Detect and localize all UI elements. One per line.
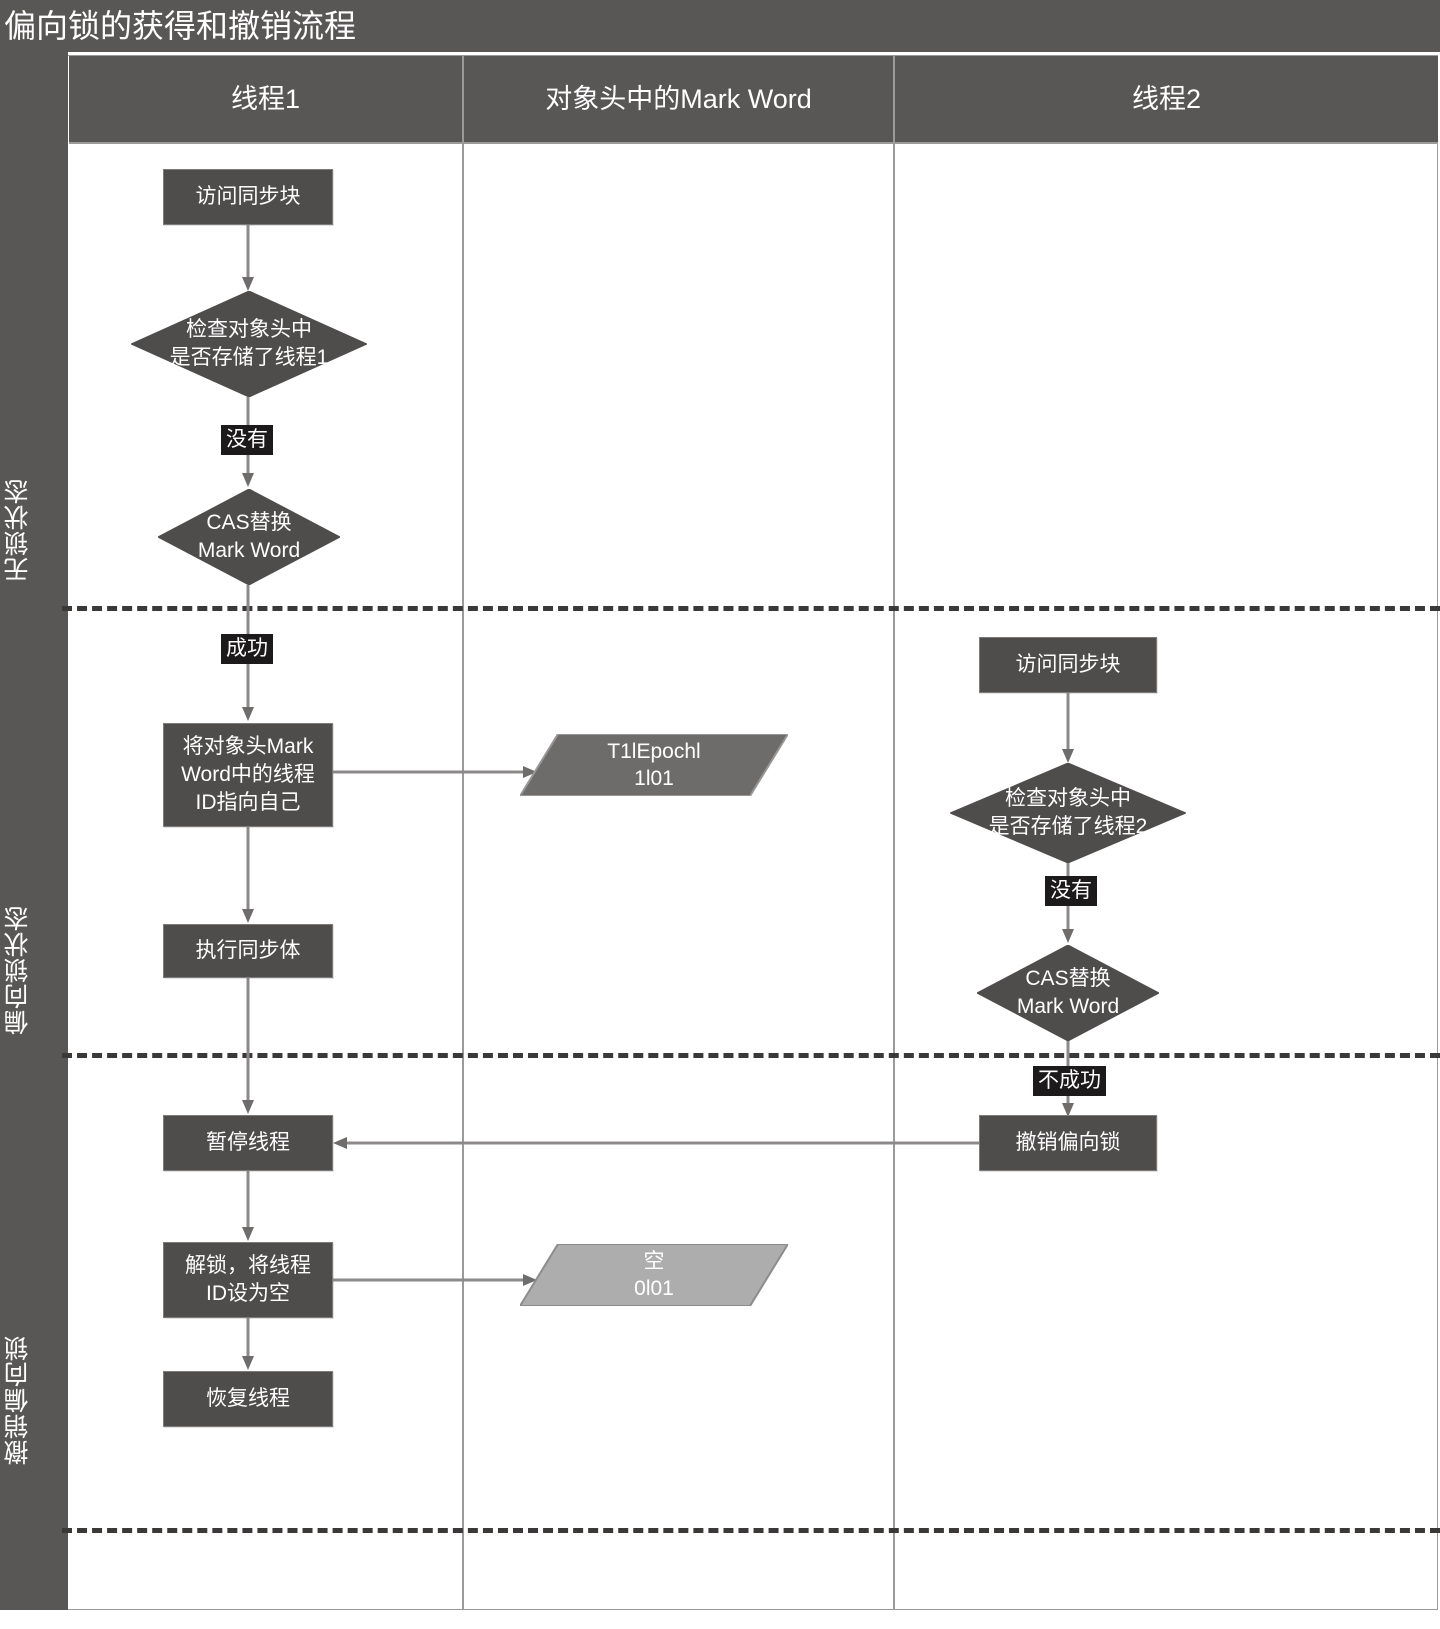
column-header-thread1: 线程1 bbox=[230, 84, 301, 114]
parallelogram-shape bbox=[520, 1244, 788, 1306]
node-t1-resume-thread[interactable]: 恢复线程 bbox=[163, 1371, 333, 1427]
connector-t1-pause-to-unlock bbox=[242, 1171, 254, 1241]
node-t2-access-sync-block[interactable]: 访问同步块 bbox=[979, 637, 1157, 693]
node-label: CAS替换 Mark Word bbox=[1016, 967, 1120, 1018]
page-title: 偏向锁的获得和撤销流程 bbox=[0, 0, 1440, 52]
connector-t1-exec-to-pause bbox=[242, 978, 254, 1114]
swimlane-band bbox=[0, 52, 68, 1610]
parallelogram-shape bbox=[520, 734, 788, 796]
connector-t1-pointself-to-exec bbox=[242, 827, 254, 923]
connector-t2-revoke-to-t1-pause bbox=[333, 1137, 979, 1149]
node-t1-point-thread-id-self[interactable]: 将对象头Mark Word中的线程 ID指向自己 bbox=[163, 723, 333, 827]
node-t2-revoke-biased-lock[interactable]: 撤销偏向锁 bbox=[979, 1115, 1157, 1171]
column-divider-2 bbox=[893, 56, 895, 1610]
node-label: 空 0l01 bbox=[634, 1249, 674, 1300]
node-t1-execute-sync-body[interactable]: 执行同步体 bbox=[163, 924, 333, 978]
node-t2-check-thread-id[interactable]: 检查对象头中 是否存储了线程2 bbox=[950, 763, 1186, 863]
node-t1-access-sync-block[interactable]: 访问同步块 bbox=[163, 169, 333, 225]
node-label: 解锁，将线程 ID设为空 bbox=[185, 1254, 311, 1305]
edge-label-t1-no: 没有 bbox=[221, 425, 273, 455]
swimlane-separator-1 bbox=[62, 606, 1440, 611]
diamond-shape bbox=[158, 489, 340, 585]
node-markword-biased-value[interactable]: T1lEpochl 1l01 bbox=[520, 734, 788, 796]
edge-label-t2-fail: 不成功 bbox=[1033, 1066, 1106, 1096]
node-label: CAS替换 Mark Word bbox=[197, 511, 301, 562]
node-label: 检查对象头中 是否存储了线程2 bbox=[988, 787, 1148, 838]
edge-label-t1-success: 成功 bbox=[221, 634, 273, 664]
column-header-markword: 对象头中的Mark Word bbox=[545, 84, 812, 114]
node-t2-cas-replace-markword[interactable]: CAS替换 Mark Word bbox=[977, 945, 1159, 1041]
connector-t1-unlock-to-resume bbox=[242, 1318, 254, 1370]
column-header-thread2: 线程2 bbox=[1131, 84, 1202, 114]
column-divider-1 bbox=[462, 56, 464, 1610]
diagram-frame bbox=[68, 55, 1438, 1610]
connector-t1-access-to-check bbox=[242, 225, 254, 291]
node-label: T1lEpochl 1l01 bbox=[607, 739, 701, 790]
node-label: 检查对象头中 是否存储了线程1 bbox=[169, 318, 329, 369]
column-header-band bbox=[69, 56, 1438, 143]
node-t1-cas-replace-markword[interactable]: CAS替换 Mark Word bbox=[158, 489, 340, 585]
swimlane-label-unlocked: 无锁状态 bbox=[4, 478, 32, 582]
node-label: 将对象头Mark Word中的线程 ID指向自己 bbox=[181, 735, 315, 814]
connector-t1-to-markword-empty bbox=[333, 1274, 537, 1286]
node-markword-empty-value[interactable]: 空 0l01 bbox=[520, 1244, 788, 1306]
node-t1-check-thread-id[interactable]: 检查对象头中 是否存储了线程1 bbox=[131, 291, 367, 397]
swimlane-separator-2 bbox=[62, 1053, 1440, 1058]
swimlane-label-revoke: 撤销偏向锁 bbox=[4, 1335, 32, 1465]
diamond-shape bbox=[977, 945, 1159, 1041]
connector-t2-access-to-check bbox=[1062, 693, 1074, 763]
node-t1-pause-thread[interactable]: 暂停线程 bbox=[163, 1115, 333, 1171]
connector-t1-to-markword-biased bbox=[333, 766, 537, 778]
edge-label-t2-no: 没有 bbox=[1045, 876, 1097, 906]
node-t1-unlock-clear-thread-id[interactable]: 解锁，将线程 ID设为空 bbox=[163, 1242, 333, 1318]
swimlane-separator-3 bbox=[62, 1528, 1440, 1533]
diamond-shape bbox=[131, 291, 367, 397]
swimlane-label-biased: 偏向锁状态 bbox=[4, 905, 32, 1035]
diamond-shape bbox=[950, 763, 1186, 863]
header-underline bbox=[69, 142, 1438, 144]
